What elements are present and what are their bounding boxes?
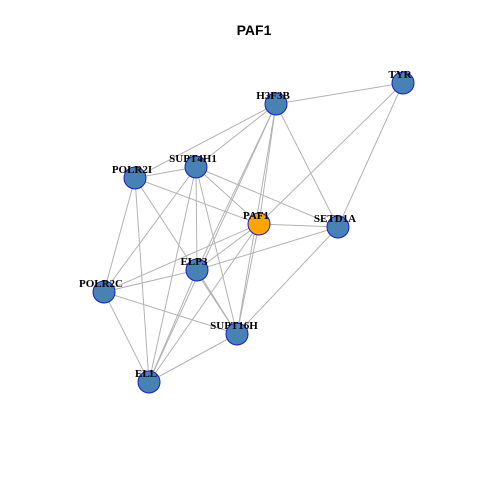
edge-h3f3b-supt4h1 bbox=[195, 103, 277, 168]
edge-supt4h1-setd1a bbox=[195, 166, 339, 228]
edge-elp3-supt16h bbox=[196, 269, 238, 335]
node-label: H3F3B bbox=[256, 90, 290, 102]
node-label: SUPT4H1 bbox=[169, 153, 217, 165]
edge-layer bbox=[103, 82, 404, 383]
node-circle[interactable] bbox=[184, 155, 208, 179]
node-paf1[interactable]: PAF1 bbox=[243, 210, 271, 236]
edge-polr2i-paf1 bbox=[134, 177, 260, 225]
node-label: ELL bbox=[135, 368, 157, 380]
node-circle[interactable] bbox=[391, 71, 415, 95]
edge-paf1-setd1a bbox=[258, 223, 339, 228]
node-label: TYR bbox=[388, 69, 412, 81]
node-label: SUPT16H bbox=[210, 320, 258, 332]
node-polr2i[interactable]: POLR2I bbox=[112, 164, 152, 190]
edge-h3f3b-polr2i bbox=[134, 103, 277, 179]
edge-supt4h1-polr2c bbox=[103, 166, 197, 293]
node-circle[interactable] bbox=[123, 166, 147, 190]
diagram-title: PAF1 bbox=[237, 22, 272, 38]
edge-h3f3b-ell bbox=[148, 103, 277, 383]
edge-elp3-ell bbox=[148, 269, 198, 383]
node-tyr[interactable]: TYR bbox=[388, 69, 415, 95]
edge-supt4h1-ell bbox=[148, 166, 197, 383]
node-circle[interactable] bbox=[185, 258, 209, 282]
edge-supt4h1-supt16h bbox=[195, 166, 238, 335]
node-circle[interactable] bbox=[137, 370, 161, 394]
node-polr2c[interactable]: POLR2C bbox=[79, 278, 123, 304]
edge-polr2c-ell bbox=[103, 291, 150, 383]
node-label: POLR2C bbox=[79, 278, 123, 290]
node-circle[interactable] bbox=[92, 280, 116, 304]
edge-supt4h1-paf1 bbox=[195, 166, 260, 225]
edge-paf1-polr2c bbox=[103, 223, 260, 293]
edge-tyr-setd1a bbox=[337, 82, 404, 228]
node-setd1a[interactable]: SETD1A bbox=[314, 213, 356, 239]
edge-h3f3b-setd1a bbox=[275, 103, 339, 228]
edge-supt4h1-elp3 bbox=[195, 166, 198, 271]
edge-tyr-h3f3b bbox=[275, 82, 404, 105]
node-label: POLR2I bbox=[112, 164, 152, 176]
edge-polr2c-supt16h bbox=[103, 291, 238, 335]
node-h3f3b[interactable]: H3F3B bbox=[256, 90, 290, 116]
node-supt16h[interactable]: SUPT16H bbox=[210, 320, 258, 346]
edge-h3f3b-paf1 bbox=[258, 103, 277, 225]
node-label: PAF1 bbox=[243, 210, 269, 222]
node-circle[interactable] bbox=[247, 212, 271, 236]
edge-polr2i-polr2c bbox=[103, 177, 136, 293]
node-circle[interactable] bbox=[225, 322, 249, 346]
node-supt4h1[interactable]: SUPT4H1 bbox=[169, 153, 217, 179]
edge-paf1-ell bbox=[148, 223, 260, 383]
node-circle[interactable] bbox=[326, 215, 350, 239]
edge-polr2i-ell bbox=[134, 177, 150, 383]
edge-tyr-paf1 bbox=[258, 82, 404, 225]
edge-setd1a-elp3 bbox=[196, 226, 339, 271]
node-label: SETD1A bbox=[314, 213, 356, 225]
edge-paf1-supt16h bbox=[236, 223, 260, 335]
node-elp3[interactable]: ELP3 bbox=[181, 256, 209, 282]
edge-elp3-polr2c bbox=[103, 269, 198, 293]
edge-setd1a-supt16h bbox=[236, 226, 339, 335]
edge-paf1-elp3 bbox=[196, 223, 260, 271]
node-circle[interactable] bbox=[264, 92, 288, 116]
edge-supt16h-ell bbox=[148, 333, 238, 383]
node-ell[interactable]: ELL bbox=[135, 368, 161, 394]
node-label: ELP3 bbox=[181, 256, 208, 268]
